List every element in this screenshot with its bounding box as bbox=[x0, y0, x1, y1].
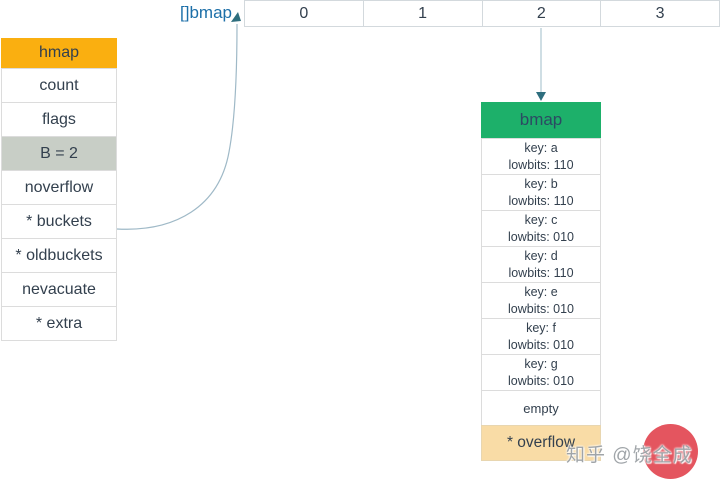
bmap-slot-lowbits: lowbits: 010 bbox=[507, 229, 574, 244]
bmap-empty-slot: empty bbox=[481, 390, 601, 426]
hmap-field-oldbuckets: * oldbuckets bbox=[1, 238, 117, 273]
hmap-field-noverflow: noverflow bbox=[1, 170, 117, 205]
bmap-bucket-table: bmap key: a lowbits: 110 key: b lowbits:… bbox=[481, 102, 601, 461]
bmap-table-header: bmap bbox=[481, 102, 601, 138]
bmap-slot-g: key: g lowbits: 010 bbox=[481, 354, 601, 391]
bmap-slot-d: key: d lowbits: 110 bbox=[481, 246, 601, 283]
bucket-index-cell-2: 2 bbox=[481, 0, 602, 27]
bmap-array-label: []bmap bbox=[180, 3, 232, 22]
watermark-text: 知乎 @饶全成 bbox=[566, 445, 693, 466]
hmap-field-count: count bbox=[1, 68, 117, 103]
bmap-slot-key: key: g bbox=[524, 356, 558, 371]
bucket2-arrowhead-icon bbox=[536, 92, 546, 101]
bmap-slot-lowbits: lowbits: 010 bbox=[507, 373, 574, 388]
bmap-slot-key: key: e bbox=[524, 284, 558, 299]
bucket-index-cell-1: 1 bbox=[362, 0, 483, 27]
zhihu-avatar-circle bbox=[643, 424, 698, 479]
bucket-index-cell-0: 0 bbox=[244, 0, 364, 27]
hmap-field-b: B = 2 bbox=[1, 136, 117, 171]
bmap-slot-lowbits: lowbits: 010 bbox=[507, 337, 574, 352]
bmap-slot-lowbits: lowbits: 110 bbox=[508, 265, 574, 280]
bucket-array: 0 1 2 3 bbox=[244, 0, 720, 27]
bmap-slot-e: key: e lowbits: 010 bbox=[481, 282, 601, 319]
bmap-slot-f: key: f lowbits: 010 bbox=[481, 318, 601, 355]
hmap-field-extra: * extra bbox=[1, 306, 117, 341]
bmap-slot-b: key: b lowbits: 110 bbox=[481, 174, 601, 211]
bmap-slot-lowbits: lowbits: 010 bbox=[507, 301, 574, 316]
hmap-table-header: hmap bbox=[1, 38, 117, 68]
bmap-slot-lowbits: lowbits: 110 bbox=[508, 157, 574, 172]
bmap-slot-c: key: c lowbits: 010 bbox=[481, 210, 601, 247]
bucket-index-cell-3: 3 bbox=[600, 0, 720, 27]
bmap-slot-lowbits: lowbits: 110 bbox=[508, 193, 574, 208]
bmap-slot-key: key: f bbox=[526, 320, 556, 335]
hmap-field-nevacuate: nevacuate bbox=[1, 272, 117, 307]
bmap-slot-key: key: b bbox=[524, 176, 558, 191]
buckets-arrowhead-icon bbox=[231, 12, 241, 22]
bmap-overflow-slot: * overflow bbox=[481, 425, 601, 461]
bmap-slot-key: key: c bbox=[524, 212, 558, 227]
bmap-slot-key: key: d bbox=[524, 248, 558, 263]
hmap-field-buckets: * buckets bbox=[1, 204, 117, 239]
buckets-pointer-arrow bbox=[116, 23, 238, 230]
hmap-field-flags: flags bbox=[1, 102, 117, 137]
bmap-slot-key: key: a bbox=[524, 140, 558, 155]
hmap-struct-table: hmap count flags B = 2 noverflow * bucke… bbox=[1, 38, 117, 341]
bmap-slot-a: key: a lowbits: 110 bbox=[481, 138, 601, 175]
